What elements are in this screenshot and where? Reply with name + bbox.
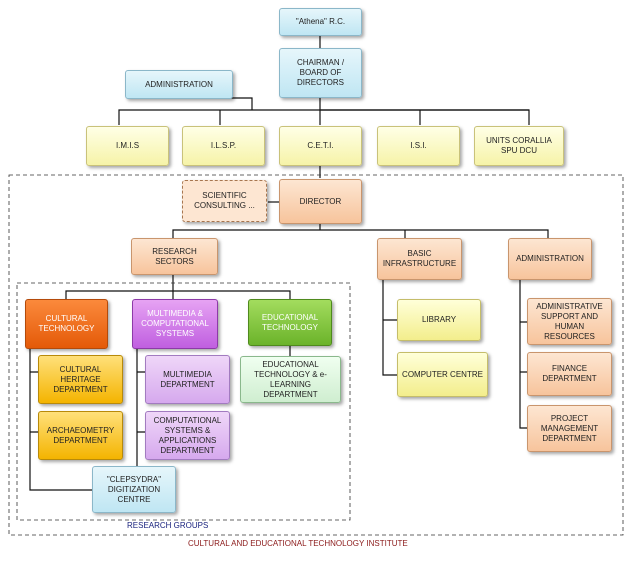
connector-admin-children bbox=[519, 280, 527, 429]
node-scientific-consulting: SCIENTIFIC CONSULTING ... bbox=[182, 180, 267, 222]
node-project-management: PROJECT MANAGEMENT DEPARTMENT bbox=[527, 405, 612, 452]
node-computational-department: COMPUTATIONAL SYSTEMS & APPLICATIONS DEP… bbox=[145, 411, 230, 460]
node-cultural-heritage: CULTURAL HERITAGE DEPARTMENT bbox=[38, 355, 123, 404]
connector-admin-top bbox=[180, 97, 253, 110]
caption-research-groups: RESEARCH GROUPS bbox=[127, 521, 209, 530]
node-multimedia-computational: MULTIMEDIA & COMPUTATIONAL SYSTEMS bbox=[132, 299, 218, 349]
node-cultural-technology: CULTURAL TECHNOLOGY bbox=[25, 299, 108, 349]
connector-basic-children bbox=[382, 280, 397, 376]
node-units-corallia: UNITS CORALLIA SPU DCU bbox=[474, 126, 564, 166]
node-isi: I.S.I. bbox=[377, 126, 460, 166]
node-educational-technology: EDUCATIONAL TECHNOLOGY bbox=[248, 299, 332, 346]
node-basic-infrastructure: BASIC INFRASTRUCTURE bbox=[377, 238, 462, 280]
institute-boundary bbox=[8, 174, 624, 536]
connector-cultural-children bbox=[29, 349, 92, 491]
node-computer-centre: COMPUTER CENTRE bbox=[397, 352, 488, 397]
node-imis: I.M.I.S bbox=[86, 126, 169, 166]
node-chairman: CHAIRMAN / BOARD OF DIRECTORS bbox=[279, 48, 362, 98]
research-groups-boundary bbox=[16, 282, 351, 521]
node-library: LIBRARY bbox=[397, 299, 481, 341]
node-administration: ADMINISTRATION bbox=[508, 238, 592, 280]
connector-director-divisions bbox=[172, 224, 549, 238]
node-admin-support-hr: ADMINISTRATIVE SUPPORT AND HUMAN RESOURC… bbox=[527, 298, 612, 345]
node-research-sectors: RESEARCH SECTORS bbox=[131, 238, 218, 275]
node-archaeometry: ARCHAEOMETRY DEPARTMENT bbox=[38, 411, 123, 460]
node-ilsp: I.L.S.P. bbox=[182, 126, 265, 166]
node-ceti: C.E.T.I. bbox=[279, 126, 362, 166]
node-director: DIRECTOR bbox=[279, 179, 362, 224]
node-finance: FINANCE DEPARTMENT bbox=[527, 352, 612, 396]
connector-sectors-groups bbox=[65, 275, 291, 299]
node-edtech-elearning-department: EDUCATIONAL TECHNOLOGY & e-LEARNING DEPA… bbox=[240, 356, 341, 403]
node-multimedia-department: MULTIMEDIA DEPARTMENT bbox=[145, 355, 230, 404]
connector-chairman-units bbox=[319, 98, 530, 125]
caption-institute: CULTURAL AND EDUCATIONAL TECHNOLOGY INST… bbox=[188, 539, 408, 548]
node-administration-top: ADMINISTRATION bbox=[125, 70, 233, 99]
connector-multimedia-children bbox=[136, 349, 145, 486]
connector-units-branch bbox=[118, 109, 529, 125]
node-athena: "Athena" R.C. bbox=[279, 8, 362, 36]
node-clepsydra: "CLEPSYDRA" DIGITIZATION CENTRE bbox=[92, 466, 176, 513]
